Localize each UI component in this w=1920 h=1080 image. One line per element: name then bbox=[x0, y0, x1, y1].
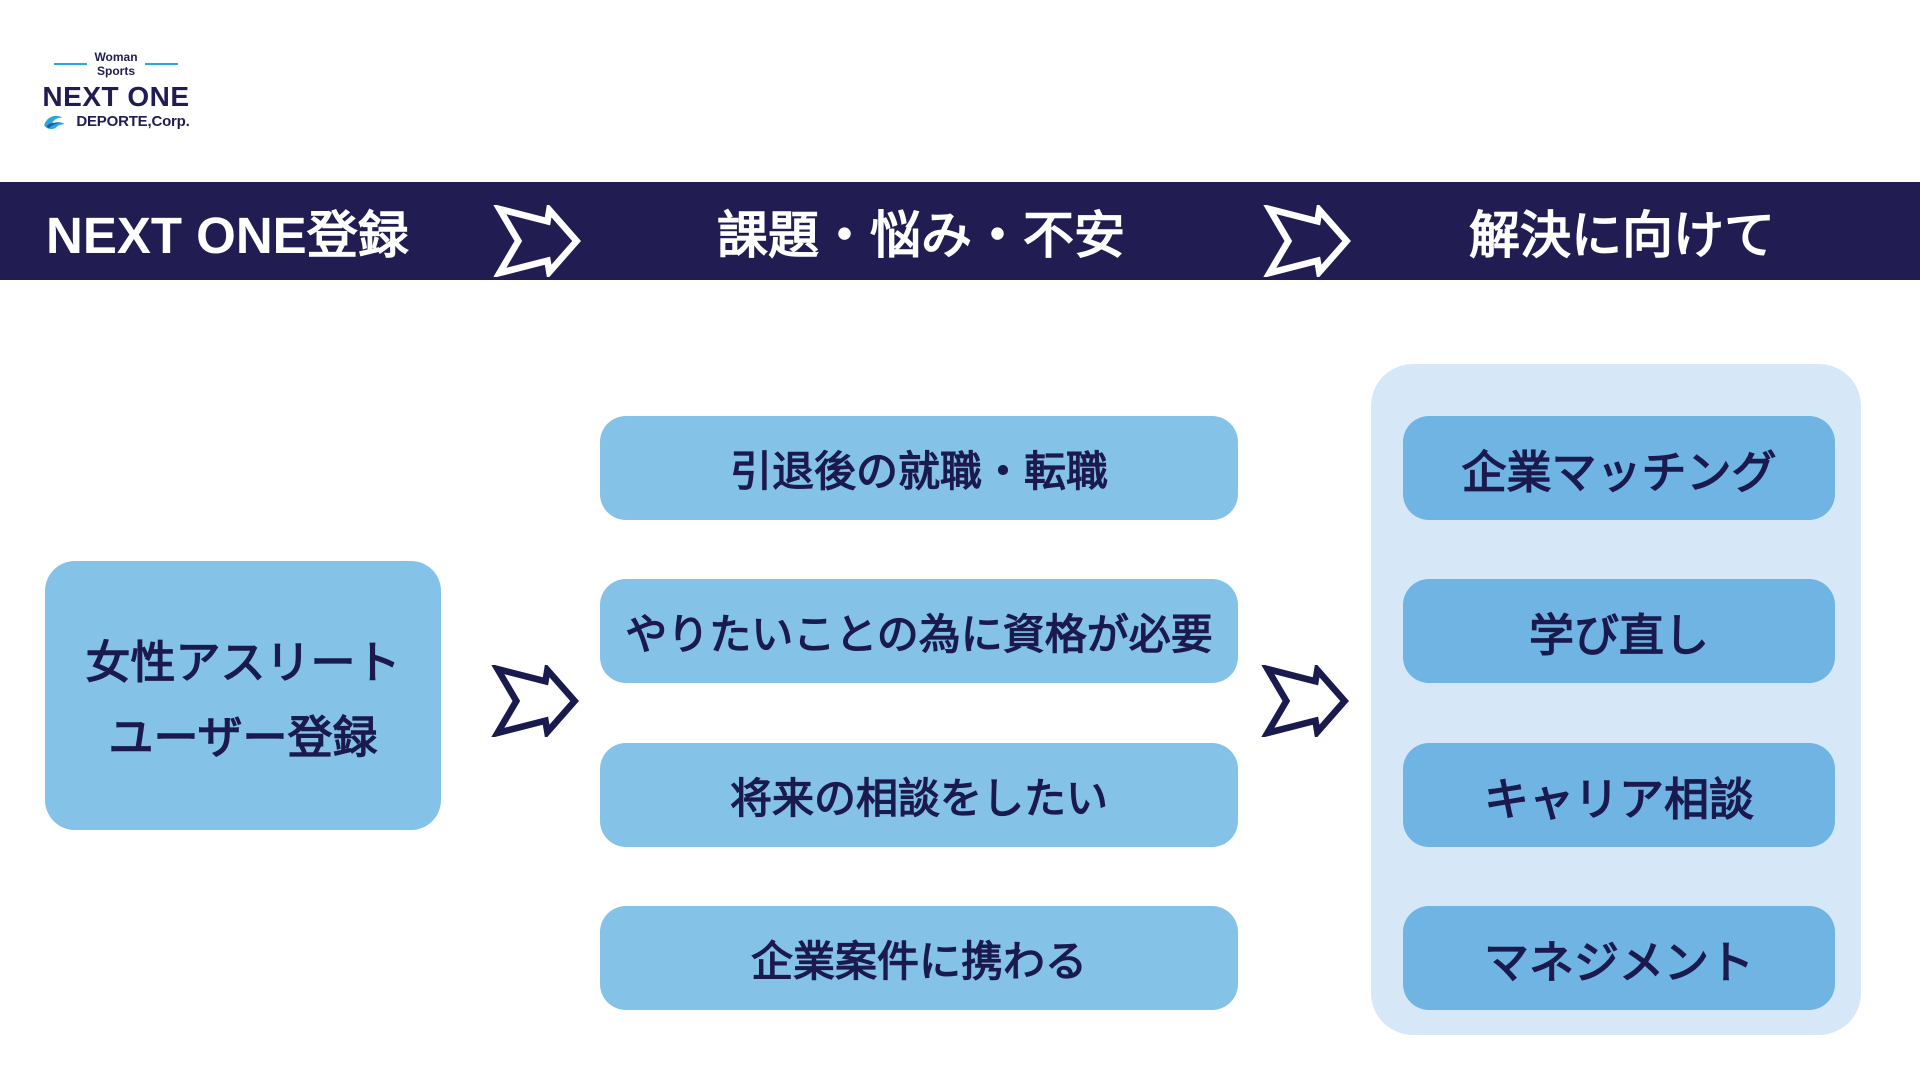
arrow-right-icon bbox=[1262, 205, 1356, 277]
wave-icon bbox=[44, 115, 65, 129]
issue-label: 企業案件に携わる bbox=[750, 937, 1087, 985]
logo: Woman Sports NEXT ONE DEPORTE,Corp. bbox=[38, 50, 194, 131]
issue-box-qualification: やりたいことの為に資格が必要 bbox=[600, 579, 1238, 683]
solution-box-management: マネジメント bbox=[1403, 906, 1835, 1010]
logo-accent-line-left bbox=[54, 63, 88, 66]
solution-box-relearning: 学び直し bbox=[1403, 579, 1835, 683]
registration-line-1: 女性アスリート bbox=[85, 636, 401, 688]
header-step-solutions: 解決に向けて bbox=[1468, 207, 1776, 264]
logo-accent-line-right bbox=[144, 63, 178, 66]
arrow-right-icon bbox=[1260, 665, 1354, 737]
solution-label: マネジメント bbox=[1483, 936, 1754, 988]
logo-tagline: Woman Sports bbox=[38, 50, 194, 79]
solution-label: 企業マッチング bbox=[1461, 446, 1777, 498]
registration-line-2: ユーザー登録 bbox=[108, 711, 378, 763]
issue-box-corporate-projects: 企業案件に携わる bbox=[600, 906, 1238, 1010]
arrow-right-icon bbox=[490, 665, 584, 737]
logo-brand-text: NEXT ONE bbox=[42, 80, 190, 112]
registration-box: 女性アスリート ユーザー登録 bbox=[45, 561, 441, 830]
solution-label: キャリア相談 bbox=[1483, 773, 1754, 825]
logo-company-text: DEPORTE,Corp. bbox=[76, 113, 190, 131]
solution-box-company-matching: 企業マッチング bbox=[1403, 416, 1835, 520]
solution-label: 学び直し bbox=[1528, 609, 1709, 661]
logo-tagline-text: Woman Sports bbox=[94, 50, 137, 79]
header-step-issues: 課題・悩み・不安 bbox=[716, 207, 1126, 264]
arrow-right-icon bbox=[492, 205, 586, 277]
logo-company-row: DEPORTE,Corp. bbox=[38, 113, 194, 131]
solution-box-career-consult: キャリア相談 bbox=[1403, 743, 1835, 847]
issue-label: 将来の相談をしたい bbox=[729, 774, 1108, 822]
issue-label: 引退後の就職・転職 bbox=[729, 447, 1108, 495]
issue-label: やりたいことの為に資格が必要 bbox=[625, 610, 1213, 658]
issue-box-retirement-job: 引退後の就職・転職 bbox=[600, 416, 1238, 520]
logo-sports-text: Sports bbox=[96, 64, 135, 79]
issue-box-future-consult: 将来の相談をしたい bbox=[600, 743, 1238, 847]
process-header-bar: NEXT ONE登録 課題・悩み・不安 解決に向けて bbox=[0, 182, 1920, 280]
logo-woman-text: Woman bbox=[94, 50, 138, 64]
header-step-registration: NEXT ONE登録 bbox=[46, 207, 409, 264]
